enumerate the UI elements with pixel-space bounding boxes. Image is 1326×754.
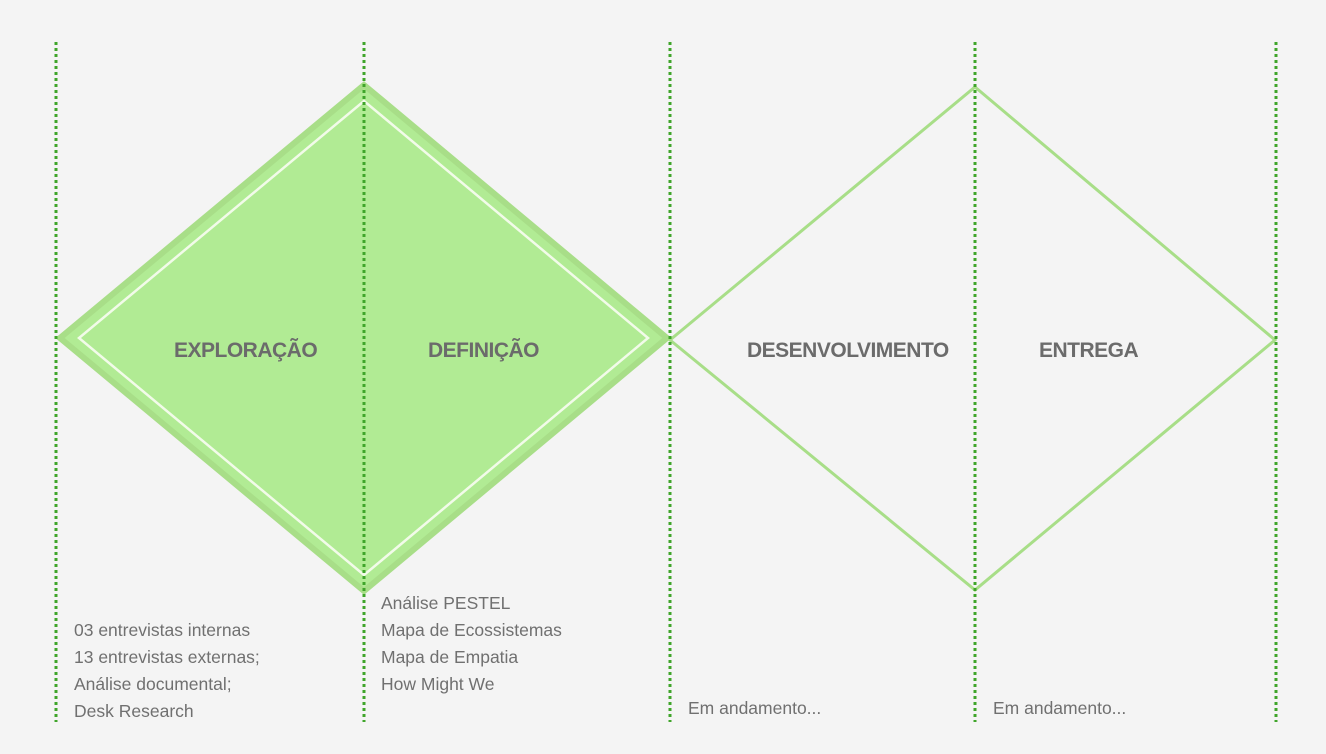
phase-title-entrega: ENTREGA [1039, 339, 1139, 362]
phase-list-desenvolvimento: Em andamento... [688, 695, 821, 722]
phase-list-entrega: Em andamento... [993, 695, 1126, 722]
phase-list-exploracao: 03 entrevistas internas 13 entrevistas e… [74, 617, 260, 725]
list-item: Mapa de Empatia [381, 647, 519, 667]
status-text: Em andamento... [993, 698, 1127, 718]
list-item: Desk Research [74, 701, 194, 721]
phase-title-exploracao: EXPLORAÇÃO [174, 339, 318, 362]
list-item: 13 entrevistas externas; [74, 647, 260, 667]
list-item: Análise documental; [74, 674, 232, 694]
phase-list-definicao: Análise PESTEL Mapa de Ecossistemas Mapa… [381, 590, 562, 698]
status-text: Em andamento... [688, 698, 822, 718]
list-item: 03 entrevistas internas [74, 620, 251, 640]
phase-title-definicao: DEFINIÇÃO [428, 339, 540, 362]
list-item: Análise PESTEL [381, 593, 511, 613]
list-item: Mapa de Ecossistemas [381, 620, 562, 640]
list-item: How Might We [381, 674, 495, 694]
diamond-discover-define-inner-outline [77, 99, 650, 577]
phase-title-desenvolvimento: DESENVOLVIMENTO [747, 339, 949, 362]
